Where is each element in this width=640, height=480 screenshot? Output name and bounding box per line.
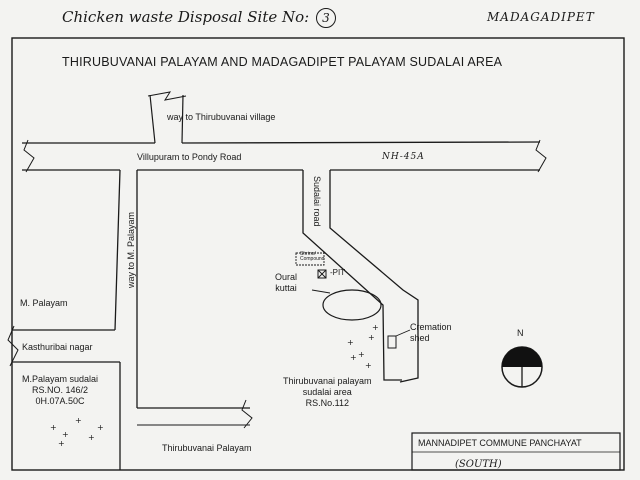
- label-oural-kuttai: Oural kuttai: [275, 272, 297, 294]
- cremation-shed-icon: [387, 335, 397, 349]
- panchayat-south: (SOUTH): [455, 459, 502, 470]
- site-number: 3: [322, 11, 330, 25]
- kasthuribai-road-break: [7, 325, 19, 367]
- label-ts-2: sudalai area: [302, 387, 352, 397]
- label-cremation-shed: Cremation shed: [410, 322, 452, 344]
- svg-text:+: +: [62, 430, 69, 439]
- label-mps-2: RS.NO. 146/2: [32, 385, 89, 395]
- label-shrine-bottom: Compound: [300, 256, 325, 262]
- label-oural: Oural: [275, 272, 298, 282]
- sudalai-road-left-edge: [302, 170, 402, 381]
- handwritten-title-text: Chicken waste Disposal Site No:: [62, 8, 310, 26]
- svg-text:+: +: [358, 350, 365, 359]
- label-cremation: Cremation: [410, 322, 452, 332]
- oural-kuttai-pond: [322, 289, 382, 321]
- label-m-palayam: M. Palayam: [20, 298, 68, 308]
- label-way-to-mpalayam: way to M. Palayam: [126, 211, 136, 288]
- main-road-top-edge-right: [181, 141, 541, 144]
- label-ts-1: Thirubuvanai palayam: [283, 376, 372, 386]
- label-thiru-sudalai: Thirubuvanai palayam sudalai area RS.No.…: [283, 376, 372, 409]
- svg-text:+: +: [347, 338, 354, 347]
- label-kasthuribai: Kasthuribai nagar: [22, 342, 93, 352]
- oural-kuttai-leader: [311, 289, 331, 294]
- label-way-to-village: way to Thirubuvanai village: [167, 112, 276, 122]
- burial-markers-right: +++ +++: [347, 323, 379, 370]
- svg-text:+: +: [50, 423, 57, 432]
- village-road-left-edge: [149, 94, 156, 144]
- label-mps-3: 0H.07A.50C: [35, 396, 85, 406]
- label-sudalai-road: Sudalai road: [312, 176, 322, 227]
- label-north: N: [517, 328, 524, 338]
- panchayat-box: [411, 432, 621, 471]
- svg-text:+: +: [372, 323, 379, 332]
- mpalayam-road-left-edge: [114, 169, 121, 331]
- village-road-break: [147, 91, 187, 101]
- village-road-right-edge: [181, 94, 184, 144]
- panchayat-name: MANNADIPET COMMUNE PANCHAYAT: [418, 438, 582, 448]
- svg-text:+: +: [368, 333, 375, 342]
- svg-text:+: +: [58, 439, 65, 448]
- label-ts-3: RS.No.112: [305, 398, 349, 408]
- handwritten-title: Chicken waste Disposal Site No: 3: [62, 8, 336, 28]
- label-pit: -PIT: [330, 268, 346, 277]
- bottom-road-break: [241, 399, 253, 429]
- shrine-compound: [295, 252, 325, 266]
- label-mps-1: M.Palayam sudalai: [22, 374, 99, 384]
- svg-text:+: +: [97, 423, 104, 432]
- svg-text:+: +: [365, 361, 372, 370]
- svg-text:+: +: [75, 416, 82, 425]
- label-highway: NH-45A: [382, 152, 425, 162]
- label-pit-text: PIT: [332, 268, 346, 277]
- site-number-circle: 3: [315, 8, 336, 28]
- handwritten-place: MADAGADIPET: [487, 10, 595, 24]
- burial-markers-left: +++ +++: [50, 416, 104, 448]
- label-main-road: Villupuram to Pondy Road: [137, 152, 242, 162]
- label-m-palayam-sudalai: M.Palayam sudalai RS.NO. 146/2 0H.07A.50…: [22, 374, 98, 407]
- north-arrow-icon: [501, 346, 543, 388]
- label-kuttai: kuttai: [275, 283, 297, 293]
- label-thiru-palayam: Thirubuvanai Palayam: [162, 443, 252, 453]
- main-road-break-left: [23, 139, 35, 173]
- label-shrine: Shrine/ Compound: [300, 252, 324, 262]
- svg-text:+: +: [88, 433, 95, 442]
- svg-text:+: +: [350, 353, 357, 362]
- map-title: THIRUBUVANAI PALAYAM AND MADAGADIPET PAL…: [62, 55, 503, 69]
- pit-icon: [317, 269, 327, 279]
- cremation-shed-leader: [395, 329, 411, 337]
- label-shed: shed: [410, 333, 430, 343]
- label-shrine-top: Shrine/: [300, 251, 316, 257]
- main-road-break-right: [535, 139, 547, 173]
- sudalai-road-right-edge: [329, 170, 419, 383]
- map-frame: [11, 37, 625, 471]
